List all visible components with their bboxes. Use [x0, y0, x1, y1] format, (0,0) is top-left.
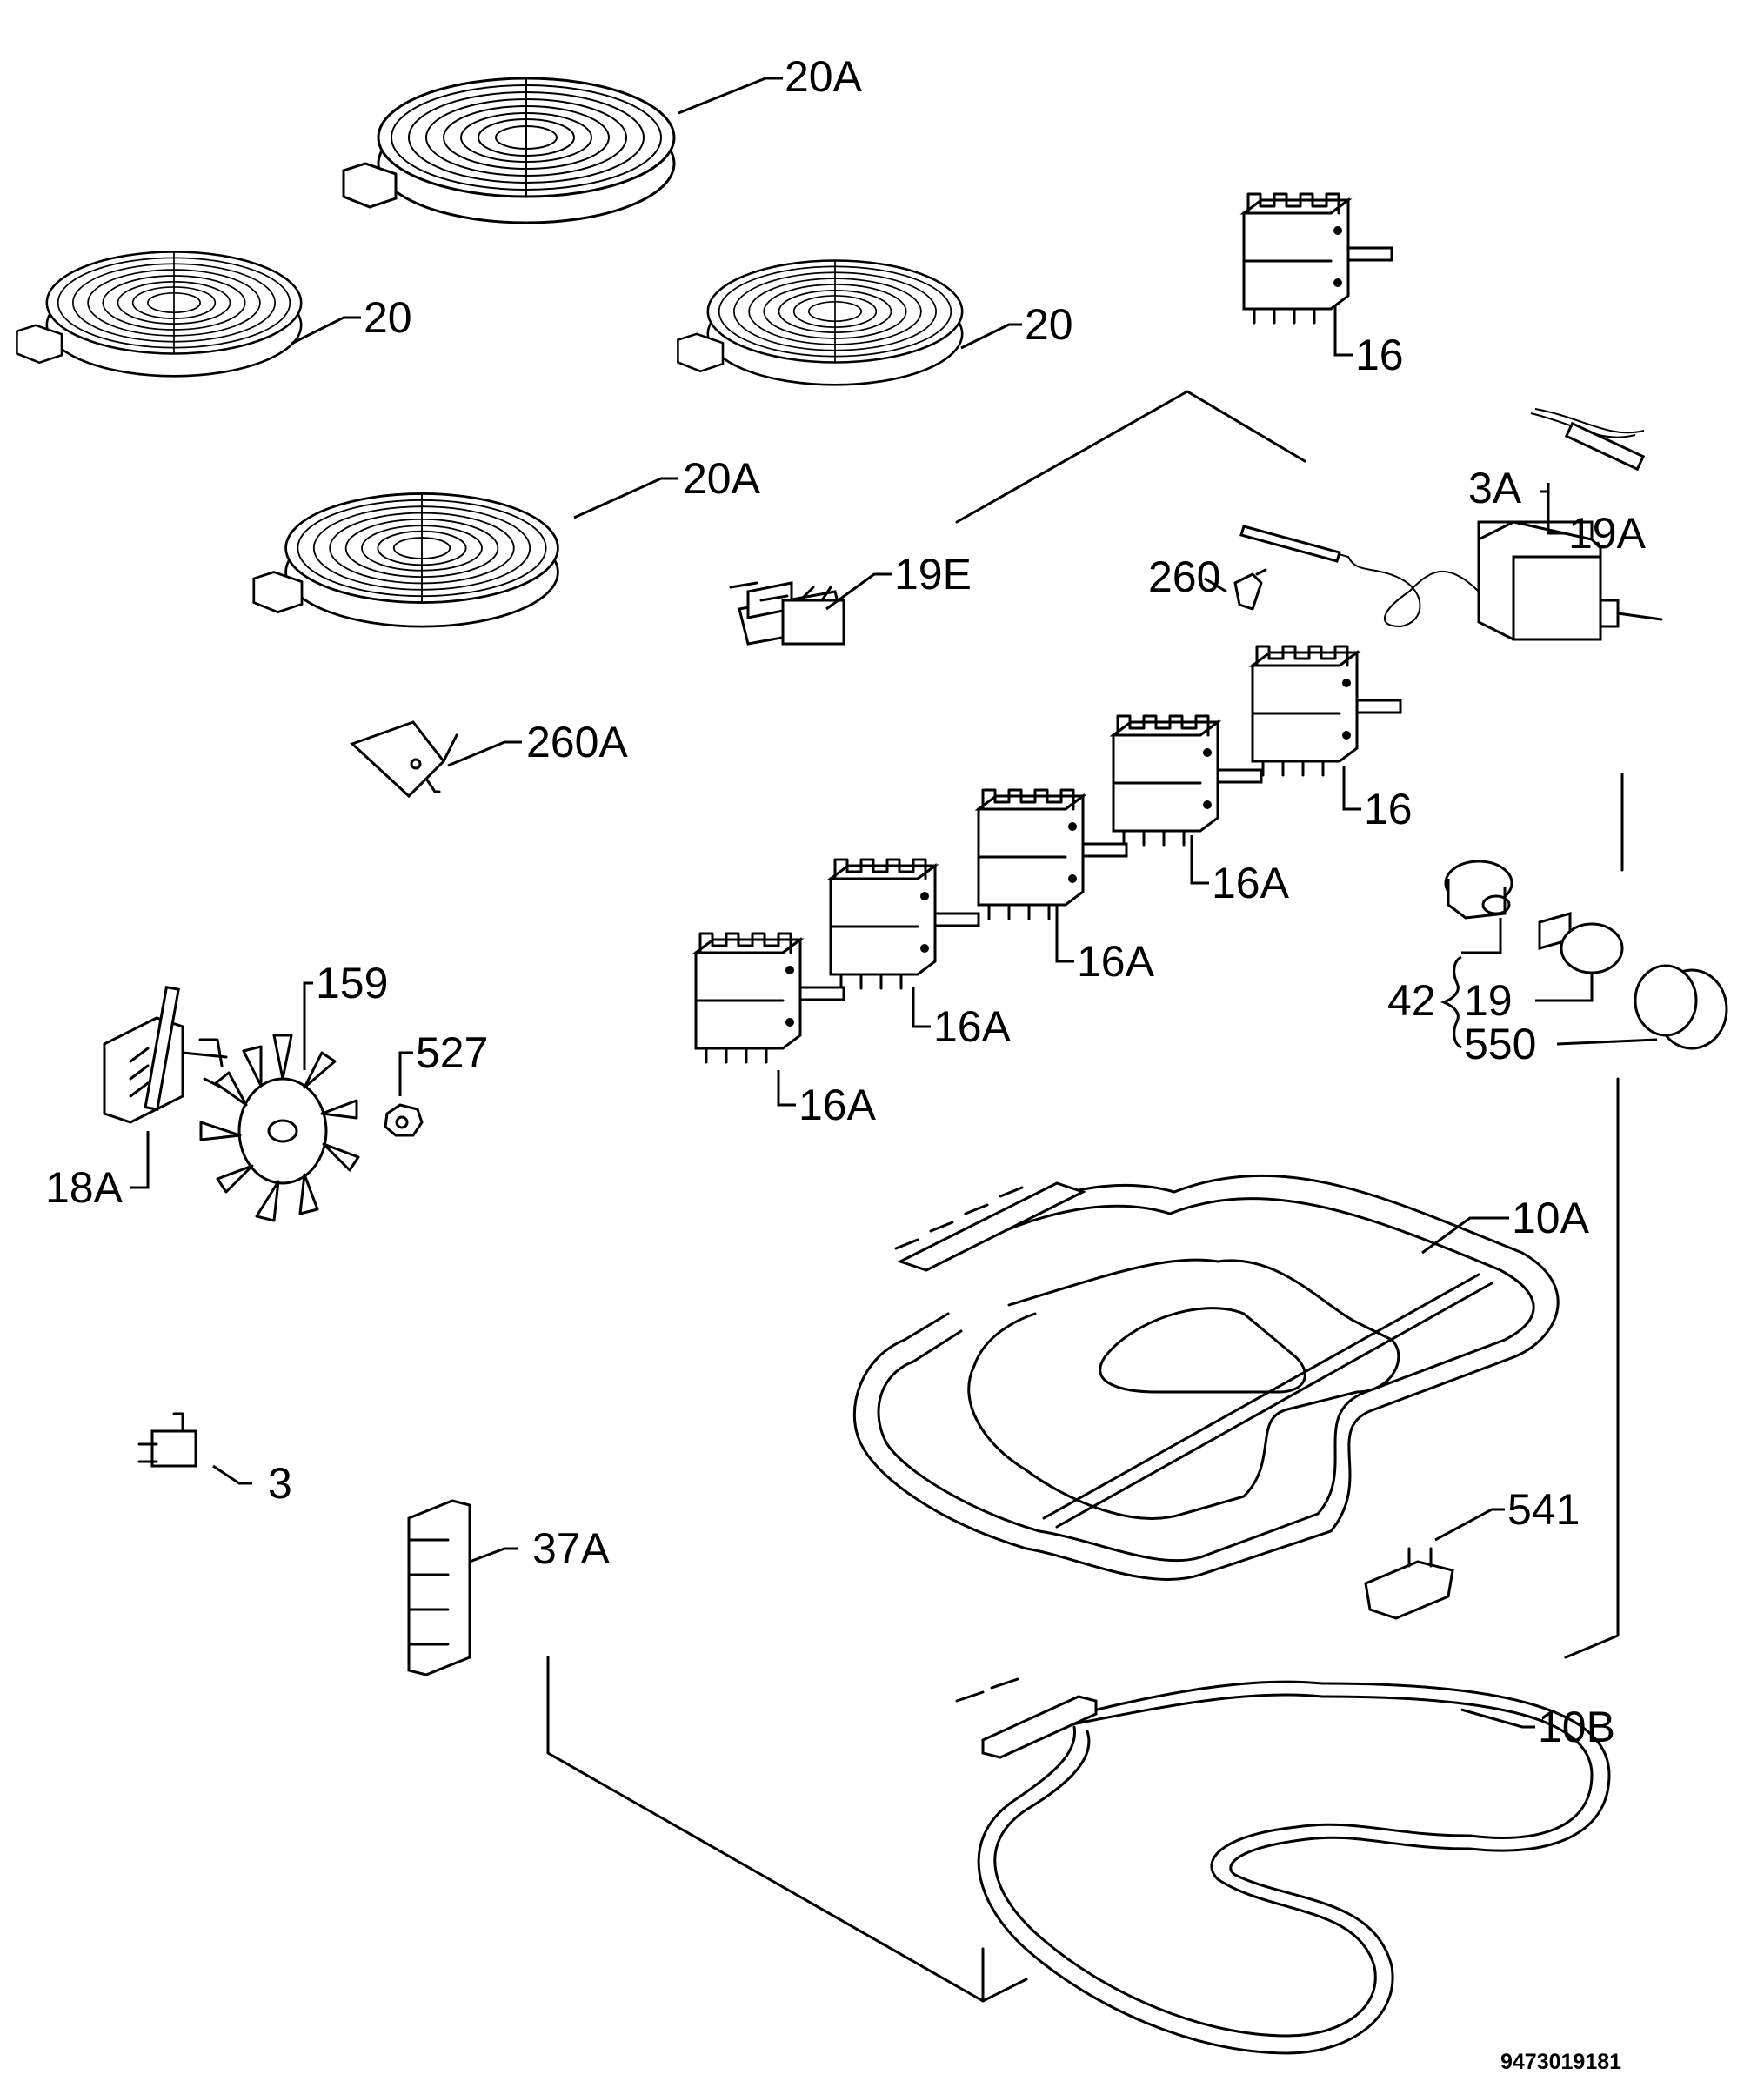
lamp-bulb-19 — [1538, 912, 1624, 974]
clip-260 — [1233, 568, 1267, 611]
nut-527 — [384, 1103, 424, 1137]
bottom-element-10B — [955, 1677, 1611, 2055]
label-16A-3: 16A — [933, 1002, 1012, 1051]
leader-lines — [130, 77, 1658, 1729]
fan-blade-159 — [199, 1034, 360, 1222]
label-260: 260 — [1148, 552, 1220, 601]
label-16A-4: 16A — [798, 1081, 877, 1129]
hotplate-20-left — [16, 251, 303, 378]
label-37A: 37A — [532, 1524, 611, 1573]
label-10A: 10A — [1512, 1194, 1590, 1242]
clip-541 — [1364, 1547, 1454, 1620]
label-16A-1: 16A — [1212, 859, 1290, 907]
switch-16A-4 — [694, 932, 845, 1064]
switch-16-right — [1251, 645, 1402, 777]
label-18A: 18A — [45, 1163, 124, 1212]
lamp-cover-550 — [1634, 964, 1728, 1050]
terminal-block-19E — [729, 581, 845, 646]
hotplate-20-right — [677, 259, 964, 386]
fan-motor-18A — [103, 986, 228, 1124]
switch-16-top — [1242, 192, 1393, 325]
label-20A-mid: 20A — [683, 454, 761, 503]
switch-16A-1 — [1112, 714, 1263, 847]
document-number: 9473019181 — [1500, 2050, 1621, 2074]
label-541: 541 — [1507, 1485, 1580, 1534]
label-260A: 260A — [526, 718, 628, 766]
label-19A: 19A — [1568, 509, 1647, 558]
label-3: 3 — [268, 1459, 292, 1508]
sensor-19A — [1530, 408, 1646, 472]
label-20-right: 20 — [1025, 300, 1073, 349]
label-19: 19 — [1464, 976, 1513, 1025]
label-16-top: 16 — [1355, 331, 1404, 379]
label-3A: 3A — [1468, 464, 1522, 512]
thermostat-3A — [1239, 520, 1663, 641]
terminal-strip-37A — [407, 1499, 471, 1676]
hotplate-20A-top — [342, 77, 676, 224]
label-20A-top: 20A — [785, 52, 863, 101]
switch-16A-2 — [977, 788, 1128, 920]
safety-thermostat-3 — [137, 1412, 197, 1468]
label-20-left: 20 — [364, 293, 412, 342]
label-42: 42 — [1387, 976, 1436, 1025]
label-16A-2: 16A — [1077, 937, 1155, 986]
label-527: 527 — [416, 1028, 488, 1077]
bracket-260A — [350, 720, 458, 799]
switch-16A-3 — [829, 858, 980, 990]
lamp-holder-42 — [1444, 860, 1513, 920]
grill-element-10A — [852, 1174, 1560, 1582]
label-10B: 10B — [1538, 1703, 1615, 1751]
part-labels: 20A 20 20 20A 16 19A 3A 19E 260 260A 16 … — [45, 52, 1647, 1751]
assembly-lines — [546, 390, 1624, 2003]
label-16-right: 16 — [1364, 785, 1413, 833]
label-19E: 19E — [894, 550, 972, 599]
label-550: 550 — [1464, 1020, 1536, 1068]
label-159: 159 — [316, 959, 388, 1007]
hotplate-20A-mid — [252, 492, 559, 628]
